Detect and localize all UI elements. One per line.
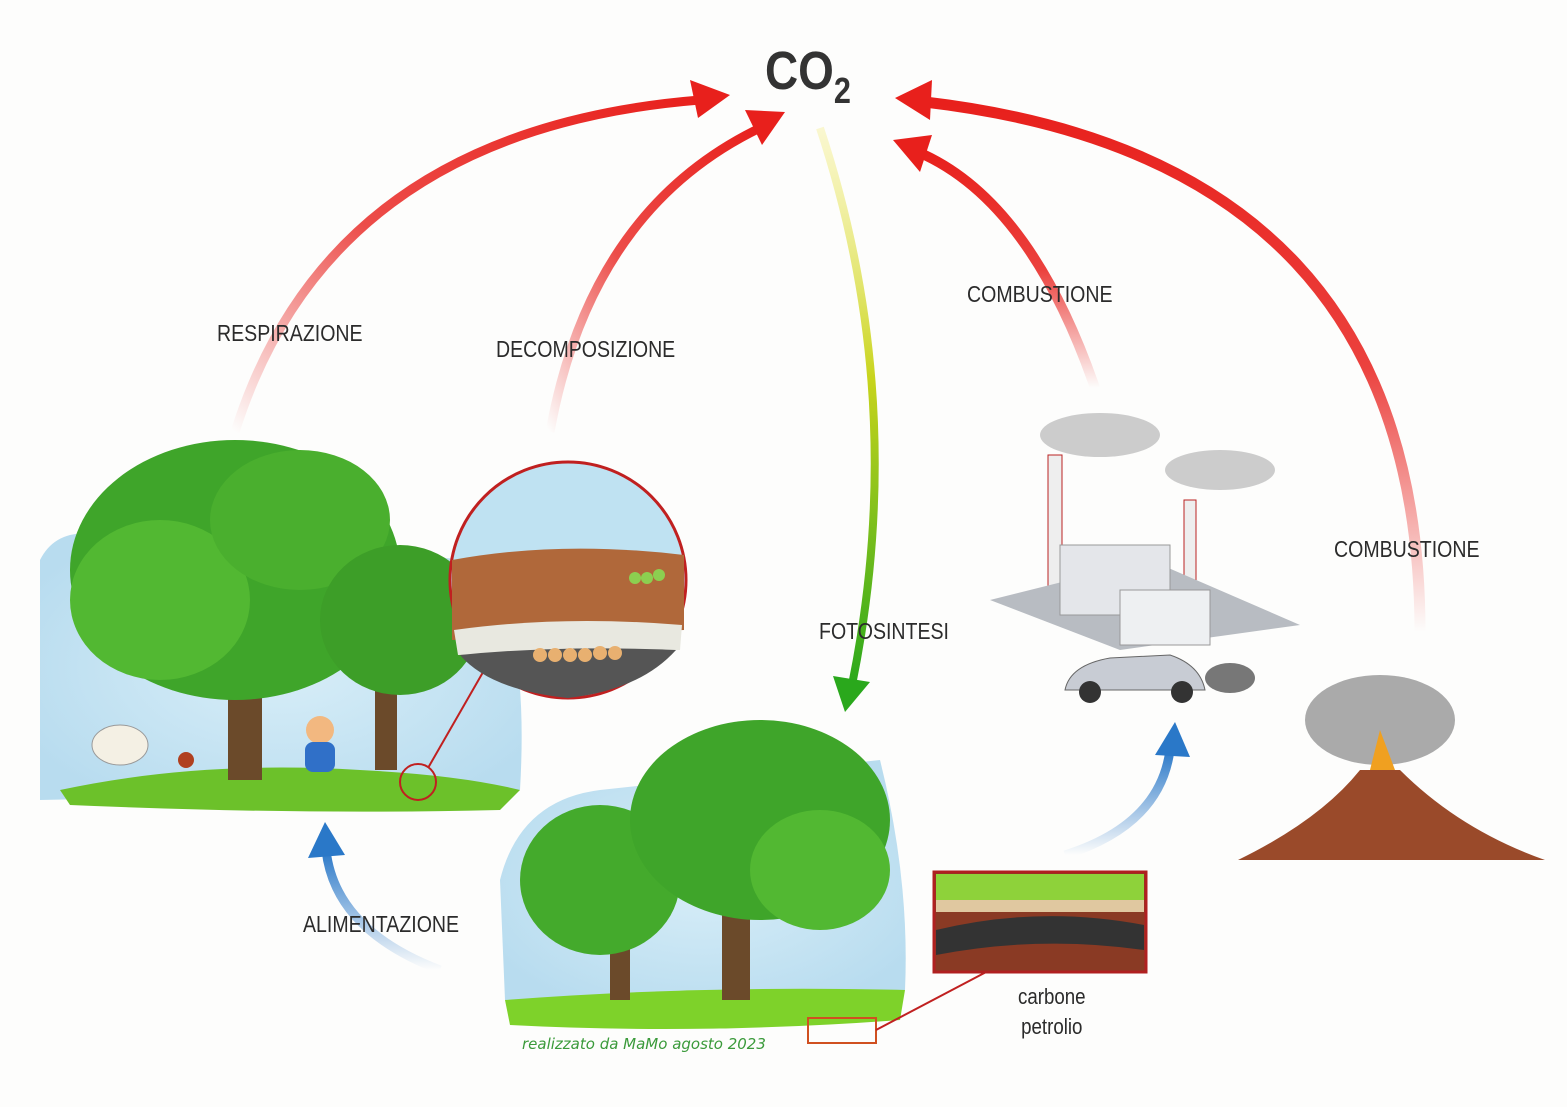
combustion-factory-arrow: [893, 135, 1100, 390]
label-fossil-fuels: carbone petrolio: [1018, 982, 1086, 1042]
label-decomposizione: DECOMPOSIZIONE: [496, 336, 676, 362]
combustion-volcano-arrow: [895, 80, 1426, 633]
label-petrolio: petrolio: [1021, 1014, 1083, 1039]
power-plant: [990, 413, 1300, 703]
fossil-layers-inset: [932, 870, 1148, 974]
forest-scene-left: [40, 440, 522, 812]
photosynthesis-arrow: [816, 126, 879, 712]
label-combustione-volcano: COMBUSTIONE: [1334, 536, 1480, 562]
author-credit: realizzato da MaMo agosto 2023: [522, 1035, 766, 1053]
decomposition-arrow: [545, 110, 785, 433]
alimentation-arrow: [308, 822, 442, 975]
label-fotosintesi: FOTOSINTESI: [819, 618, 949, 644]
soil-decomposition-inset: [448, 460, 688, 700]
co2-text: CO: [765, 41, 834, 101]
label-combustione-factory: COMBUSTIONE: [967, 281, 1113, 307]
co2-title: CO2: [765, 40, 851, 112]
forest-scene-middle: [500, 720, 991, 1044]
label-carbone: carbone: [1018, 984, 1086, 1009]
label-alimentazione: ALIMENTAZIONE: [303, 911, 460, 937]
fossil-extraction-arrow: [1063, 722, 1190, 860]
label-respirazione: RESPIRAZIONE: [217, 320, 363, 346]
volcano: [1238, 675, 1545, 860]
co2-subscript: 2: [833, 70, 851, 111]
respiration-arrow: [230, 80, 730, 434]
